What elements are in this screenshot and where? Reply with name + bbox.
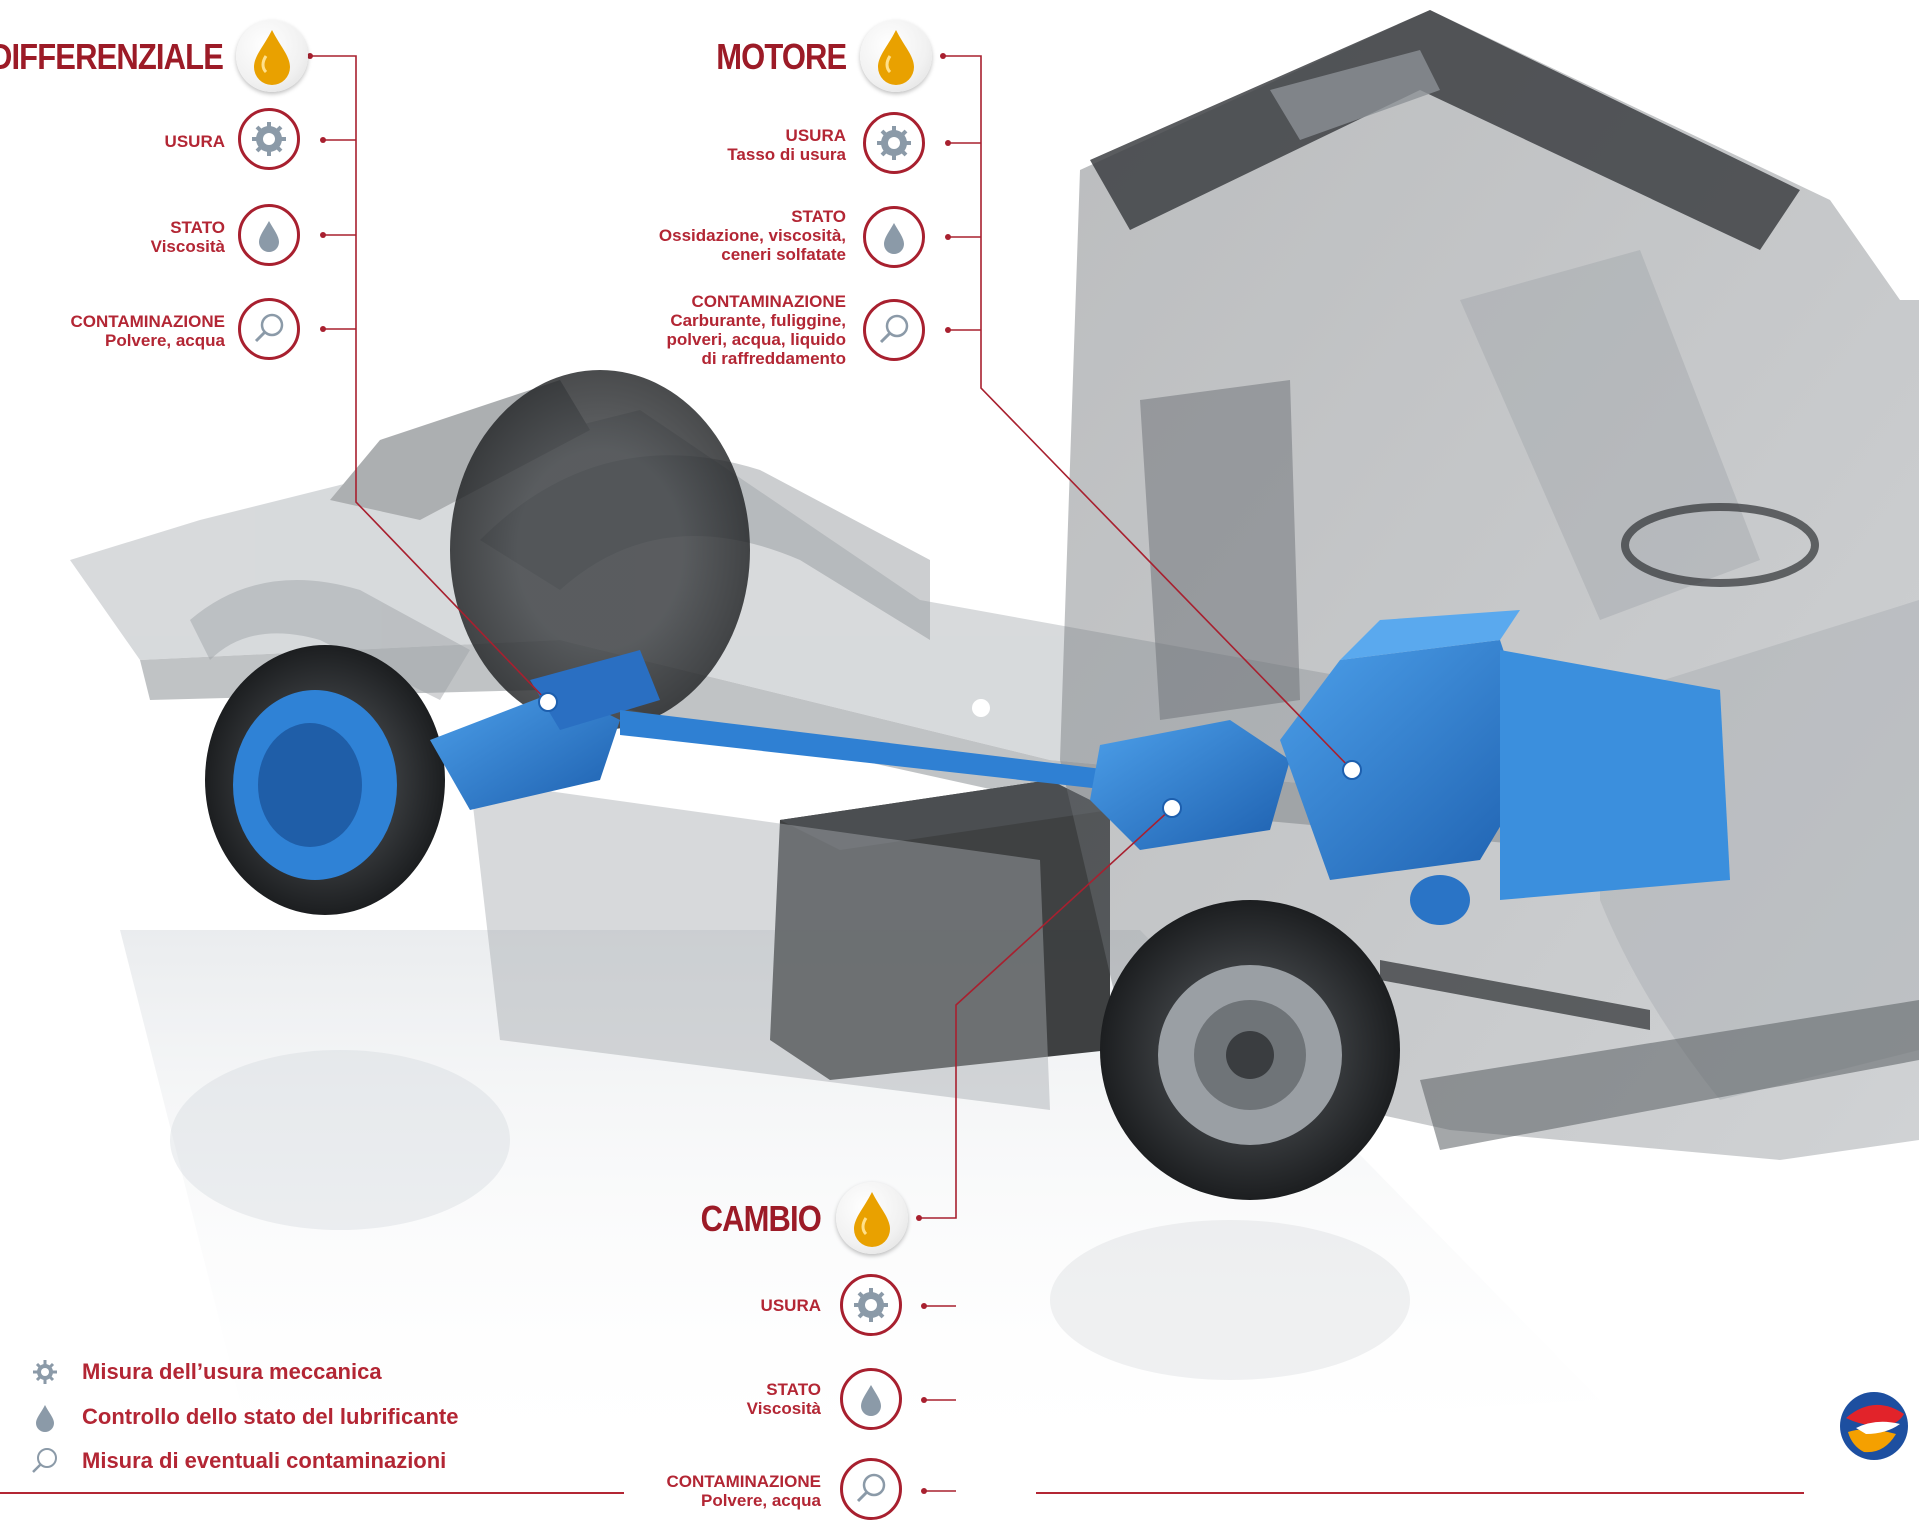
motore-title: MOTORE — [715, 36, 847, 77]
callout-lines — [310, 55, 1353, 1492]
front-axle — [1380, 960, 1650, 1030]
differenziale-usura-label: USURA — [165, 132, 225, 151]
usura-heading: USURA — [760, 1296, 821, 1315]
differenziale-title: DIFFERENZIALE — [0, 36, 224, 77]
gear-icon — [30, 1357, 60, 1387]
stato-heading: STATO — [791, 207, 846, 226]
stato-detail: Ossidazione, viscosità, ceneri solfatate — [658, 226, 846, 264]
legend-text: Misura dell’usura meccanica — [82, 1359, 382, 1384]
bottom-rule-right — [1036, 1492, 1804, 1494]
legend-item-contamination: Misura di eventuali contaminazioni — [30, 1446, 446, 1476]
fuel-tank — [770, 780, 1110, 1080]
gear-icon — [863, 112, 925, 174]
drop-icon — [238, 204, 300, 266]
oil-drop-icon — [836, 1182, 908, 1254]
magnifier-icon — [238, 298, 300, 360]
differenziale-contaminazione-label: CONTAMINAZIONE Polvere, acqua — [70, 312, 225, 350]
stato-detail: Viscosità — [746, 1399, 821, 1418]
contaminazione-heading: CONTAMINAZIONE — [691, 292, 846, 311]
stato-heading: STATO — [766, 1380, 821, 1399]
oil-drop-icon — [860, 20, 932, 92]
cambio-stato-label: STATO Viscosità — [747, 1380, 821, 1418]
gear-icon — [840, 1274, 902, 1336]
drivetrain — [430, 610, 1730, 925]
stato-detail: Viscosità — [150, 237, 225, 256]
cambio-title: CAMBIO — [700, 1198, 822, 1239]
drop-icon — [863, 206, 925, 268]
connection-dots — [307, 53, 951, 1494]
magnifier-icon — [30, 1446, 60, 1476]
contaminazione-detail: Polvere, acqua — [104, 331, 225, 350]
motore-stato-label: STATO Ossidazione, viscosità, ceneri sol… — [659, 207, 846, 264]
contaminazione-heading: CONTAMINAZIONE — [666, 1472, 821, 1491]
contaminazione-detail: Carburante, fuliggine, polveri, acqua, l… — [666, 311, 846, 368]
drop-icon — [30, 1402, 60, 1432]
brand-logo — [1836, 1388, 1912, 1464]
legend-text: Controllo dello stato del lubrificante — [82, 1404, 459, 1429]
steering-wheel — [1621, 503, 1819, 587]
legend-item-state: Controllo dello stato del lubrificante — [30, 1402, 458, 1432]
magnifier-icon — [863, 299, 925, 361]
side-skirt — [470, 780, 1050, 1110]
usura-detail: Tasso di usura — [727, 145, 846, 164]
component-markers — [538, 692, 1362, 818]
legend-text: Misura di eventuali contaminazioni — [82, 1448, 447, 1473]
contaminazione-detail: Polvere, acqua — [700, 1491, 821, 1510]
cambio-usura-label: USURA — [761, 1296, 821, 1315]
front-wheel — [1100, 900, 1400, 1200]
motore-usura-label: USURA Tasso di usura — [727, 126, 846, 164]
drop-icon — [840, 1368, 902, 1430]
oil-drop-icon — [236, 20, 308, 92]
stato-heading: STATO — [170, 218, 225, 237]
legend-item-wear: Misura dell’usura meccanica — [30, 1357, 382, 1387]
motore-contaminazione-label: CONTAMINAZIONE Carburante, fuliggine, po… — [667, 292, 846, 368]
usura-heading: USURA — [164, 132, 225, 151]
rear-wheels — [205, 370, 750, 915]
differenziale-stato-label: STATO Viscosità — [151, 218, 225, 256]
cambio-contaminazione-label: CONTAMINAZIONE Polvere, acqua — [666, 1472, 821, 1510]
usura-heading: USURA — [785, 126, 846, 145]
gear-icon — [238, 108, 300, 170]
magnifier-icon — [840, 1458, 902, 1520]
contaminazione-heading: CONTAMINAZIONE — [70, 312, 225, 331]
bottom-rule-left — [0, 1492, 624, 1494]
